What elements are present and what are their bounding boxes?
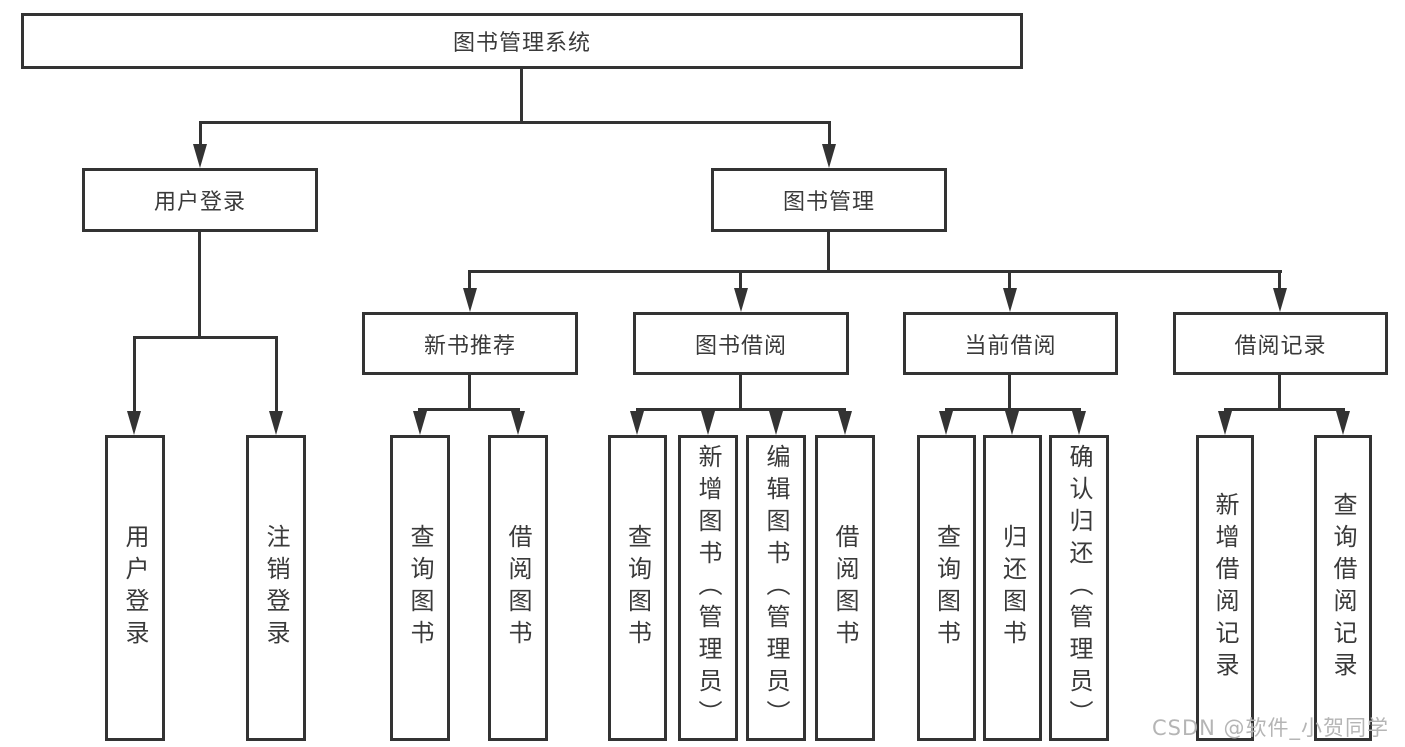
connector-line	[275, 336, 278, 412]
connector-line	[636, 408, 846, 411]
node-new-book-recommendation: 新书推荐	[362, 312, 578, 375]
leaf-logout: 注销登录	[246, 435, 306, 741]
leaf-label: 查询图书	[932, 524, 961, 652]
arrow-down-icon	[193, 144, 207, 168]
connector-line	[198, 232, 201, 336]
arrow-down-icon	[1003, 288, 1017, 312]
connector-line	[739, 375, 742, 408]
arrow-down-icon	[413, 411, 427, 435]
leaf-label: 注销登录	[262, 524, 290, 652]
connector-line	[468, 375, 471, 408]
arrow-down-icon	[1005, 411, 1019, 435]
arrow-down-icon	[1072, 411, 1086, 435]
arrow-down-icon	[838, 411, 852, 435]
connector-line	[1278, 375, 1281, 408]
connector-line	[1008, 270, 1011, 290]
node-label: 新书推荐	[423, 333, 516, 359]
connector-line	[468, 270, 471, 290]
leaf-query-books-recommend: 查询图书	[390, 435, 450, 741]
leaf-label: 用户登录	[121, 524, 149, 652]
connector-line	[133, 336, 278, 339]
leaf-user-login: 用户登录	[105, 435, 165, 741]
arrow-down-icon	[1218, 411, 1232, 435]
node-borrowing-records: 借阅记录	[1173, 312, 1388, 375]
connector-line	[199, 121, 202, 146]
leaf-label: 新增借阅记录	[1211, 492, 1239, 684]
node-book-borrowing: 图书借阅	[633, 312, 849, 375]
connector-line	[739, 270, 742, 290]
arrow-down-icon	[822, 144, 836, 168]
leaf-return-books: 归还图书	[983, 435, 1042, 741]
connector-line	[1224, 408, 1345, 411]
node-label: 图书借阅	[694, 333, 787, 359]
node-label: 借阅记录	[1234, 333, 1327, 359]
node-label: 用户登录	[153, 190, 246, 215]
connector-line	[418, 408, 520, 411]
leaf-query-books-current: 查询图书	[917, 435, 976, 741]
leaf-label: 新增图书（管理员）	[694, 444, 722, 732]
arrow-down-icon	[511, 411, 525, 435]
connector-line	[828, 121, 831, 146]
node-library-management-system: 图书管理系统	[21, 13, 1023, 69]
arrow-down-icon	[463, 288, 477, 312]
leaf-edit-books-admin: 编辑图书（管理员）	[746, 435, 806, 741]
leaf-label: 查询图书	[406, 524, 434, 652]
leaf-query-books-borrowing: 查询图书	[608, 435, 667, 741]
leaf-label: 归还图书	[998, 524, 1027, 652]
arrow-down-icon	[734, 288, 748, 312]
csdn-watermark: CSDN @软件_小贺同学	[1152, 716, 1390, 740]
leaf-label: 查询图书	[623, 524, 652, 652]
arrow-down-icon	[127, 411, 141, 435]
node-current-borrowing: 当前借阅	[903, 312, 1118, 375]
leaf-confirm-return-admin: 确认归还（管理员）	[1049, 435, 1109, 741]
node-label: 当前借阅	[964, 333, 1057, 359]
arrow-down-icon	[1336, 411, 1350, 435]
connector-line	[827, 232, 830, 270]
leaf-borrow-books-recommend: 借阅图书	[488, 435, 548, 741]
arrow-down-icon	[630, 411, 644, 435]
leaf-label: 查询借阅记录	[1329, 492, 1357, 684]
leaf-add-borrow-record: 新增借阅记录	[1196, 435, 1254, 741]
arrow-down-icon	[769, 411, 783, 435]
connector-line	[199, 121, 831, 124]
leaf-label: 编辑图书（管理员）	[762, 444, 790, 732]
leaf-query-borrow-record: 查询借阅记录	[1314, 435, 1372, 741]
connector-line	[520, 69, 523, 121]
arrow-down-icon	[1273, 288, 1287, 312]
node-label: 图书管理	[782, 190, 875, 215]
connector-line	[133, 336, 136, 412]
connector-line	[468, 270, 1282, 273]
leaf-add-books-admin: 新增图书（管理员）	[678, 435, 738, 741]
node-user-login: 用户登录	[82, 168, 318, 232]
connector-line	[1278, 270, 1281, 290]
arrow-down-icon	[939, 411, 953, 435]
arrow-down-icon	[269, 411, 283, 435]
leaf-borrow-books-borrowing: 借阅图书	[815, 435, 875, 741]
leaf-label: 借阅图书	[504, 524, 532, 652]
node-label: 图书管理系统	[452, 31, 591, 56]
connector-line	[1008, 375, 1011, 408]
leaf-label: 确认归还（管理员）	[1065, 444, 1093, 732]
node-book-management: 图书管理	[711, 168, 947, 232]
leaf-label: 借阅图书	[831, 524, 859, 652]
arrow-down-icon	[701, 411, 715, 435]
